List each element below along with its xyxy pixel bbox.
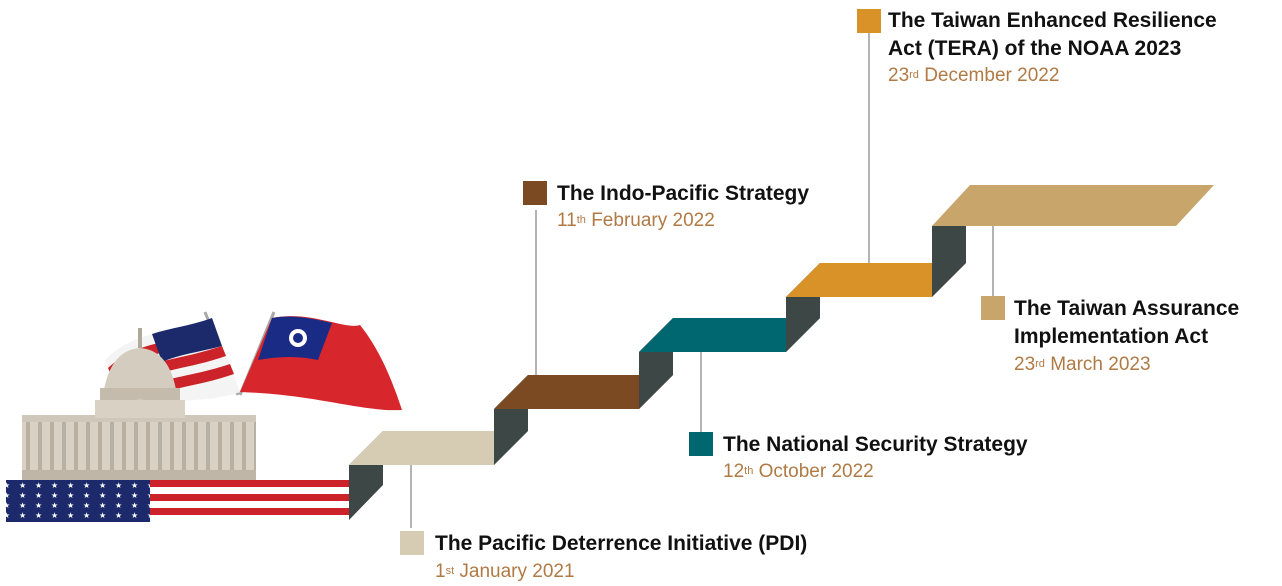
step-1 — [349, 431, 528, 465]
step-2 — [494, 375, 673, 409]
milestone-date: 12th October 2022 — [723, 461, 874, 482]
milestone-date: 23rd December 2022 — [888, 65, 1060, 86]
capitol-building-icon — [22, 311, 402, 480]
step-5 — [932, 185, 1214, 226]
milestone-date: 11th February 2022 — [557, 210, 715, 231]
connector-lines — [410, 33, 994, 528]
marker-indo-pacific — [523, 181, 547, 205]
us-flag-band — [6, 480, 349, 522]
marker-taiwan-assurance — [981, 296, 1005, 320]
marker-tera — [857, 9, 881, 33]
marker-pdi — [400, 531, 424, 555]
step-4 — [786, 263, 966, 297]
milestone-title: Act (TERA) of the NOAA 2023 — [888, 37, 1182, 60]
milestone-title: The Taiwan Enhanced Resilience — [888, 9, 1217, 32]
marker-nss — [689, 432, 713, 456]
milestone-title: The Indo-Pacific Strategy — [557, 182, 810, 205]
milestone-date: 1st January 2021 — [435, 561, 575, 582]
milestone-title: Implementation Act — [1014, 325, 1209, 348]
milestone-title: The Taiwan Assurance — [1014, 297, 1240, 320]
step-3 — [639, 318, 820, 352]
milestone-date: 23rd March 2023 — [1014, 354, 1151, 375]
taiwan-flag-icon — [238, 311, 402, 411]
star-field-icon — [6, 480, 150, 522]
riser-5 — [932, 226, 966, 297]
milestone-title: The Pacific Deterrence Initiative (PDI) — [435, 532, 808, 555]
milestone-title: The National Security Strategy — [723, 433, 1028, 456]
staircase — [349, 185, 1214, 520]
